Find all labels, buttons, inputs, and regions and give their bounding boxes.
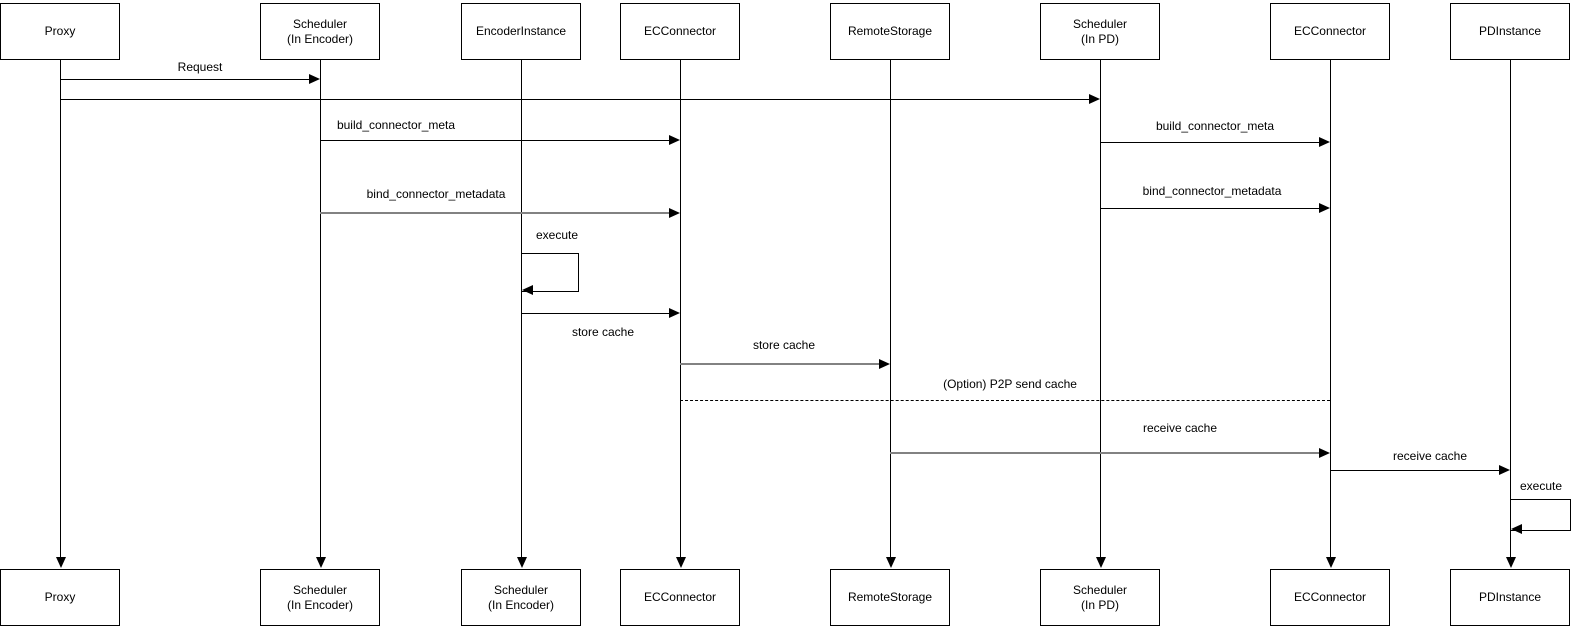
message-arrowhead-left-icon xyxy=(1511,524,1522,534)
message-line xyxy=(1100,142,1328,143)
participant-bottom-box: RemoteStorage xyxy=(830,569,950,626)
participant-label: PDInstance xyxy=(1478,590,1542,604)
message-arrowhead-right-icon xyxy=(1319,448,1330,458)
participant-label: ECConnector xyxy=(643,590,717,604)
message-label: store cache xyxy=(571,325,635,339)
self-message-loop xyxy=(521,253,579,292)
message-arrowhead-left-icon xyxy=(522,285,533,295)
participant-label: EncoderInstance xyxy=(475,24,567,38)
lifeline xyxy=(521,60,522,557)
message-arrowhead-right-icon xyxy=(309,74,320,84)
message-arrowhead-right-icon xyxy=(669,135,680,145)
lifeline-end-arrowhead-icon xyxy=(1506,557,1516,568)
message-label: receive cache xyxy=(1142,421,1218,435)
message-line xyxy=(60,99,1098,100)
participant-bottom-box: Scheduler (In Encoder) xyxy=(461,569,581,626)
message-label: build_connector_meta xyxy=(1155,119,1275,133)
message-arrowhead-right-icon xyxy=(1499,465,1510,475)
message-line xyxy=(320,140,678,141)
participant-bottom-box: ECConnector xyxy=(1270,569,1390,626)
participant-bottom-box: Scheduler (In Encoder) xyxy=(260,569,380,626)
lifeline xyxy=(1330,60,1331,557)
lifeline-end-arrowhead-icon xyxy=(517,557,527,568)
participant-top-box: Proxy xyxy=(0,3,120,60)
participant-label: Proxy xyxy=(44,24,76,38)
lifeline xyxy=(320,60,321,557)
participant-top-box: ECConnector xyxy=(620,3,740,60)
message-label: bind_connector_metadata xyxy=(366,187,506,201)
participant-bottom-box: Proxy xyxy=(0,569,120,626)
message-line xyxy=(680,400,1330,401)
participant-label: RemoteStorage xyxy=(847,590,933,604)
lifeline-end-arrowhead-icon xyxy=(886,557,896,568)
participant-bottom-box: ECConnector xyxy=(620,569,740,626)
message-line xyxy=(320,212,678,214)
message-line xyxy=(60,79,318,80)
lifeline-end-arrowhead-icon xyxy=(1096,557,1106,568)
lifeline xyxy=(1510,60,1511,557)
message-arrowhead-right-icon xyxy=(1089,94,1100,104)
message-arrowhead-right-icon xyxy=(1319,137,1330,147)
lifeline-end-arrowhead-icon xyxy=(316,557,326,568)
participant-label: ECConnector xyxy=(1293,24,1367,38)
message-arrowhead-right-icon xyxy=(669,208,680,218)
participant-label: ECConnector xyxy=(643,24,717,38)
lifeline xyxy=(680,60,681,557)
participant-label: Scheduler (In PD) xyxy=(1072,582,1128,612)
lifeline xyxy=(890,60,891,557)
message-line xyxy=(521,313,678,314)
message-label: build_connector_meta xyxy=(336,118,456,132)
message-label: Request xyxy=(177,60,223,74)
message-line xyxy=(680,363,888,365)
participant-bottom-box: PDInstance xyxy=(1450,569,1570,626)
participant-label: Proxy xyxy=(44,590,76,604)
message-label: execute xyxy=(535,228,579,242)
self-message-loop xyxy=(1510,499,1571,531)
participant-top-box: Scheduler (In Encoder) xyxy=(260,3,380,60)
participant-label: PDInstance xyxy=(1478,24,1542,38)
participant-label: Scheduler (In Encoder) xyxy=(286,16,354,46)
participant-label: ECConnector xyxy=(1293,590,1367,604)
message-arrowhead-right-icon xyxy=(879,359,890,369)
message-label: store cache xyxy=(752,338,816,352)
participant-top-box: EncoderInstance xyxy=(461,3,581,60)
participant-label: RemoteStorage xyxy=(847,24,933,38)
message-line xyxy=(1100,208,1328,209)
message-line xyxy=(1330,470,1508,471)
participant-bottom-box: Scheduler (In PD) xyxy=(1040,569,1160,626)
participant-top-box: PDInstance xyxy=(1450,3,1570,60)
lifeline-end-arrowhead-icon xyxy=(1326,557,1336,568)
message-label: receive cache xyxy=(1392,449,1468,463)
message-arrowhead-right-icon xyxy=(1319,203,1330,213)
message-label: bind_connector_metadata xyxy=(1142,184,1282,198)
participant-label: Scheduler (In PD) xyxy=(1072,16,1128,46)
participant-label: Scheduler (In Encoder) xyxy=(286,582,354,612)
lifeline-end-arrowhead-icon xyxy=(56,557,66,568)
message-line xyxy=(890,452,1328,454)
message-arrowhead-right-icon xyxy=(669,308,680,318)
lifeline xyxy=(60,60,61,557)
participant-label: Scheduler (In Encoder) xyxy=(487,582,555,612)
participant-top-box: RemoteStorage xyxy=(830,3,950,60)
lifeline xyxy=(1100,60,1101,557)
lifeline-end-arrowhead-icon xyxy=(676,557,686,568)
participant-top-box: ECConnector xyxy=(1270,3,1390,60)
message-label: (Option) P2P send cache xyxy=(943,377,1077,391)
message-label: execute xyxy=(1519,479,1563,493)
participant-top-box: Scheduler (In PD) xyxy=(1040,3,1160,60)
